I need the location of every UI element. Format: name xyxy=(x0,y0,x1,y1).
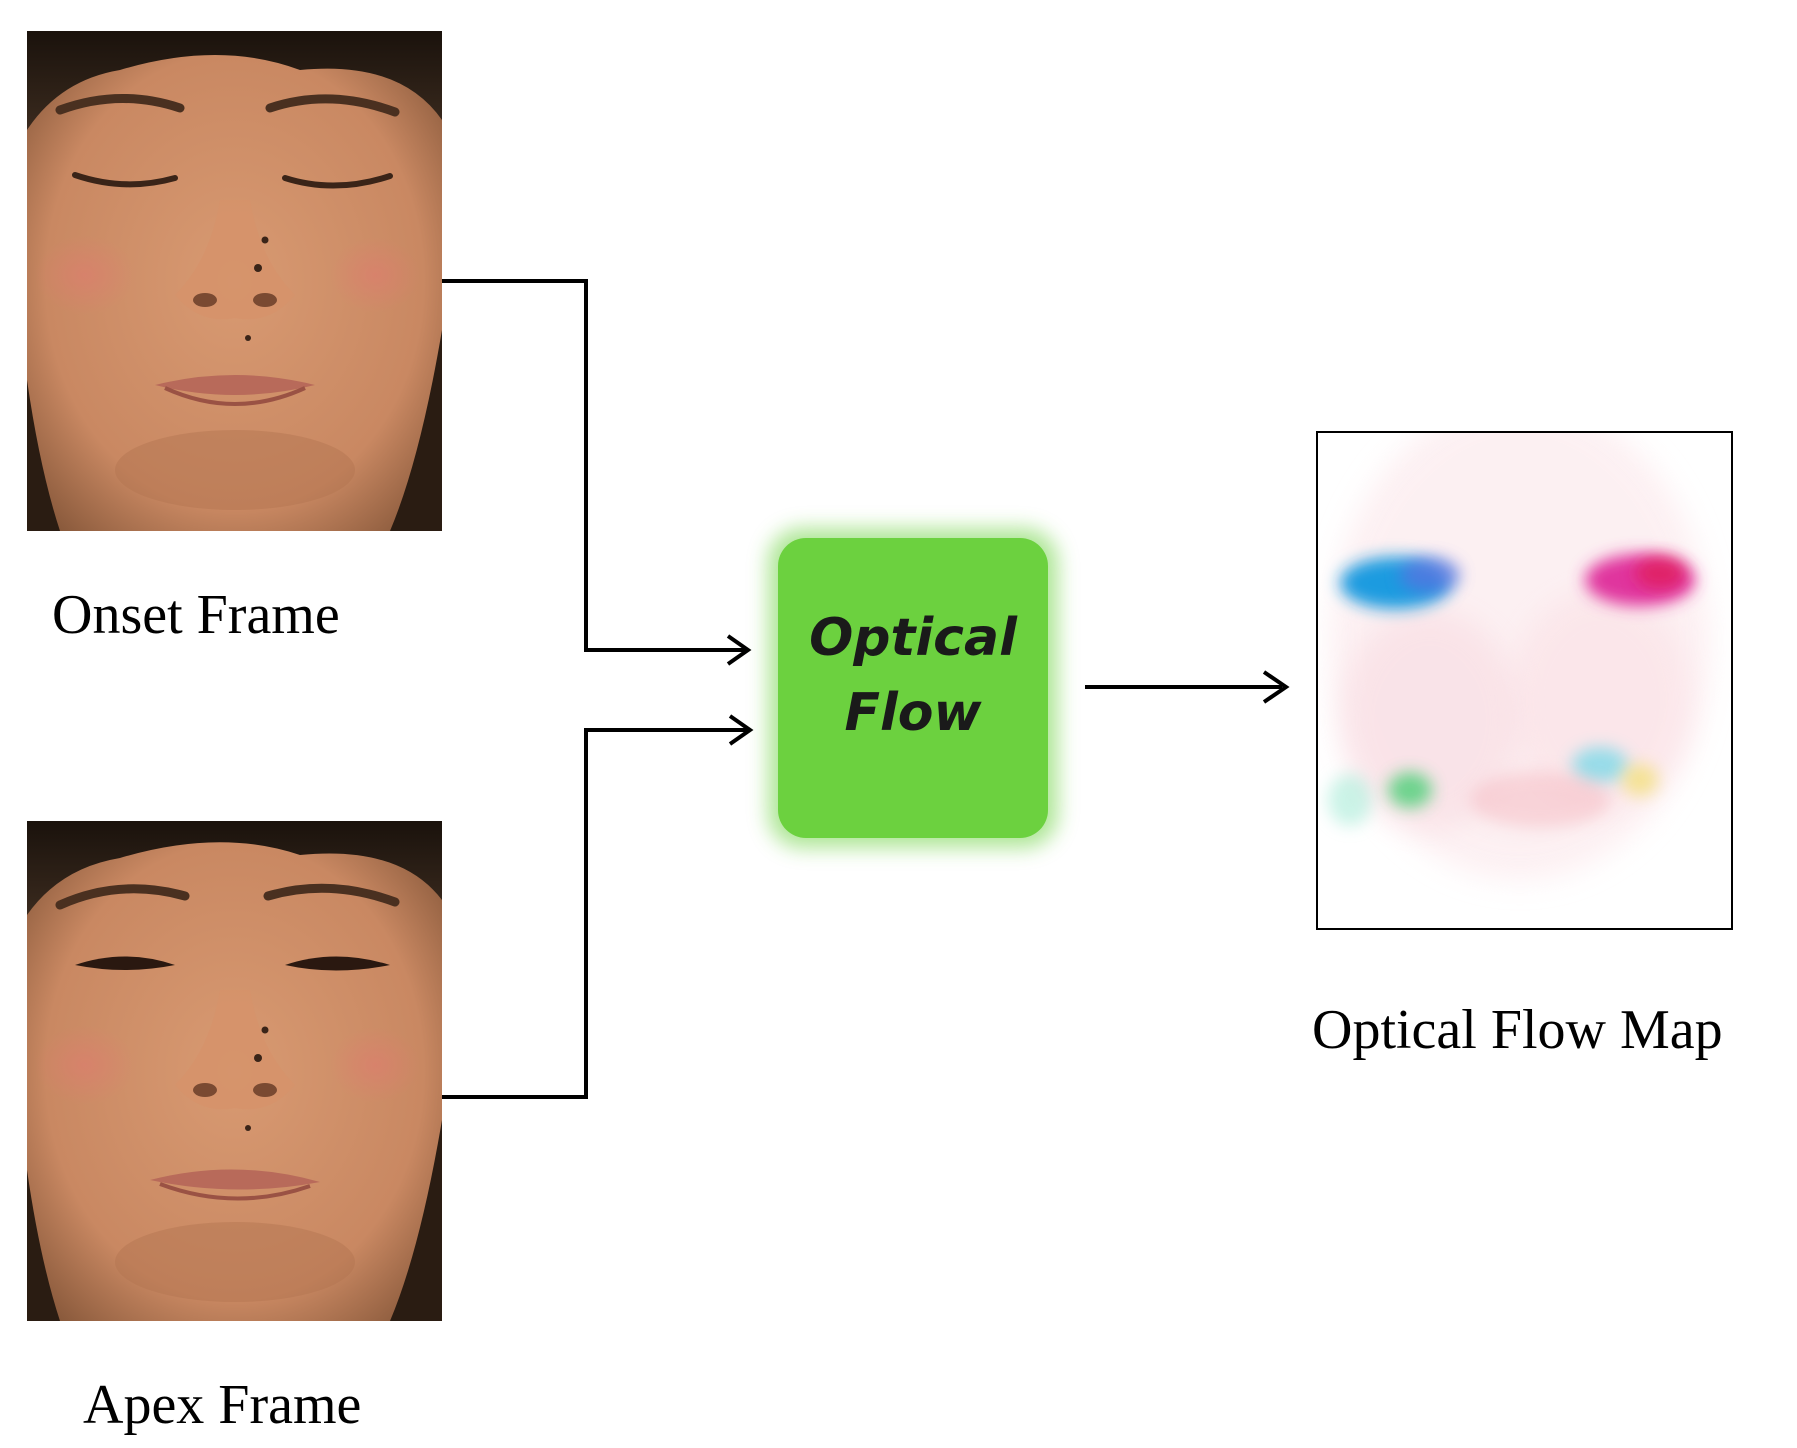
optical-flow-box: Optical Flow xyxy=(768,528,1058,848)
apex-arrowhead xyxy=(728,714,754,746)
connectors xyxy=(442,279,1290,1099)
optical-flow-map-caption: Optical Flow Map xyxy=(1312,999,1723,1061)
onset-frame-caption: Onset Frame xyxy=(52,584,340,646)
onset-arrowhead xyxy=(726,634,752,666)
output-arrowhead xyxy=(1262,670,1290,704)
apex-frame-caption: Apex Frame xyxy=(83,1374,361,1436)
apex-connector xyxy=(442,728,748,1099)
apex-frame-image xyxy=(27,821,442,1321)
optical-flow-map-image xyxy=(1316,431,1733,930)
optical-flow-label-line2: Flow xyxy=(844,683,982,743)
optical-flow-label-line1: Optical xyxy=(809,608,1018,668)
onset-frame-image xyxy=(27,31,442,531)
onset-connector xyxy=(442,279,745,652)
